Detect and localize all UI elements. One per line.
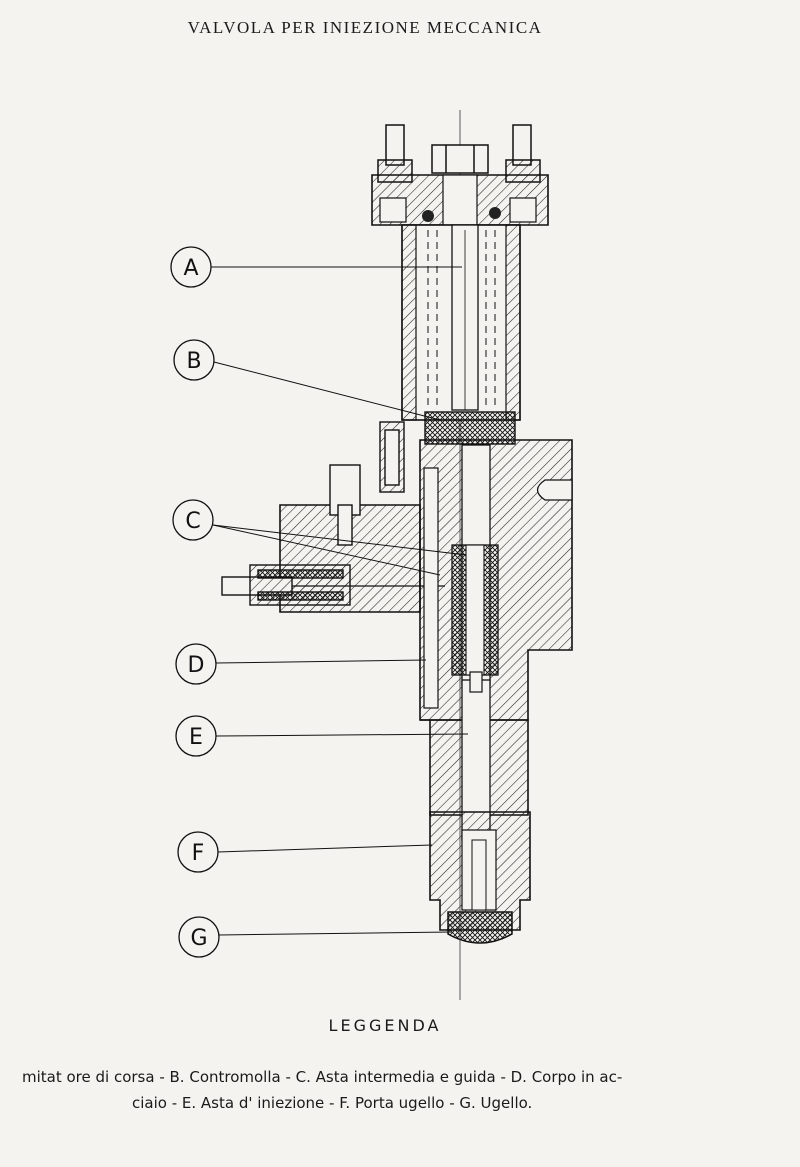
- side-screw: [379, 421, 405, 493]
- callout-d-label: D: [188, 653, 205, 678]
- inlet-bolt: [329, 464, 361, 546]
- top-stud-left: [377, 124, 413, 183]
- callout-f: F: [177, 831, 433, 873]
- callout-f-label: F: [192, 841, 205, 866]
- callout-c: C: [172, 499, 467, 576]
- figure-title: VALVOLA PER INIEZIONE MECCANICA: [187, 18, 543, 37]
- callout-b-label: B: [186, 349, 201, 374]
- callout-c-label: C: [185, 509, 200, 534]
- spring-housing: [401, 224, 521, 421]
- top-stud-right: [505, 124, 541, 183]
- callout-a-label: A: [183, 256, 198, 281]
- callout-g: G: [178, 916, 453, 958]
- legend-line-2: ciaio - E. Asta d' iniezione - F. Porta …: [132, 1094, 533, 1112]
- callout-g-label: G: [190, 926, 207, 951]
- counter-spring-block: [424, 411, 516, 445]
- nozzle: [447, 911, 513, 944]
- legend-heading: LEGGENDA: [328, 1016, 442, 1035]
- callout-e-label: E: [189, 725, 203, 750]
- callout-e: E: [175, 715, 469, 757]
- callout-b: B: [173, 339, 441, 421]
- callout-d: D: [175, 643, 427, 685]
- inlet-pipe: [221, 564, 445, 606]
- top-nut: [431, 144, 489, 174]
- legend-line-1: mitat ore di corsa - B. Contromolla - C.…: [22, 1068, 623, 1086]
- valve-cross-section-diagram: A B C D E F G: [170, 110, 573, 1000]
- callout-a: A: [170, 246, 462, 288]
